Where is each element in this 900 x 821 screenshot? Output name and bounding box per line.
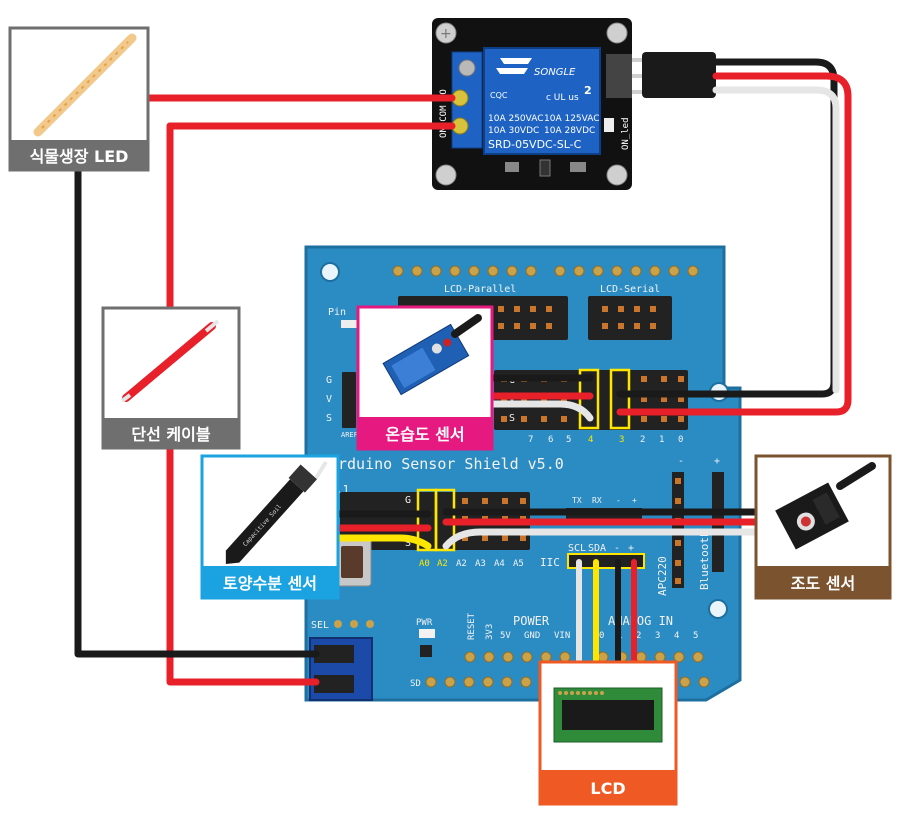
sel-label: SEL [311, 620, 329, 631]
iic-label: IIC [540, 556, 560, 569]
relay-connector [642, 52, 716, 98]
soil-moisture-callout: Capacitive Soil 토양수분 센서 [200, 454, 340, 600]
lcd-serial-label: LCD-Serial [600, 284, 660, 295]
tx-label: TX [572, 496, 582, 505]
digital-pin-7: 7 [528, 435, 533, 445]
temp-humidity-callout: 온습도 센서 [356, 305, 494, 451]
analog-num-5: 5 [693, 631, 698, 641]
lcd-module-icon [553, 687, 663, 743]
analog-num-3: 3 [655, 631, 660, 641]
analog-pin-a0: A0 [419, 559, 430, 569]
relay-cqc: CQC [490, 91, 508, 100]
relay-terminal-labels: ON COM NO [439, 89, 449, 138]
light-sensor-icon [775, 482, 849, 550]
power-pin-5v: 5V [500, 631, 511, 641]
power-pin-3v3: 3V3 [485, 624, 495, 640]
aref-label: AREF [341, 431, 358, 439]
digital-pin-6: 6 [548, 435, 553, 445]
jumper-wire-label: 단선 케이블 [131, 425, 210, 444]
gvs-s-left: S [326, 413, 332, 424]
analog-pin-a2: A2 [456, 559, 467, 569]
sda-label: SDA [588, 543, 606, 554]
analog-num-2: 2 [636, 631, 641, 641]
analog-num-0: 0 [599, 631, 604, 641]
analog-pin-a2-highlight: A2 [437, 559, 448, 569]
relay-ul-num: 2 [584, 84, 592, 97]
analog-pin-a4: A4 [494, 559, 505, 569]
led-strip-label: 식물생장 LED [30, 147, 129, 166]
relay-ul: c UL us [546, 93, 579, 103]
jumper-wire-callout: 단선 케이블 [101, 306, 241, 450]
analog-pin-a3: A3 [475, 559, 486, 569]
relay-led-label: ON_led [621, 117, 631, 150]
pwr-label: PWR [416, 618, 433, 628]
lcd-label: LCD [590, 779, 625, 798]
serial-plus: + [632, 496, 637, 505]
temp-humidity-sensor-icon [382, 323, 470, 396]
power-pin-vin: VIN [554, 631, 570, 641]
sd-label: SD [410, 679, 421, 689]
bt-minus: - [678, 456, 684, 467]
gvs-s-mid: S [509, 413, 515, 424]
digital-pin-2: 2 [640, 435, 645, 445]
jumper-wire-icon [122, 322, 216, 402]
pin-3-highlight [609, 368, 631, 430]
gvs-v-left: V [326, 394, 332, 405]
shield-title: rduino Sensor Shield v5.0 [338, 455, 564, 473]
relay-spec-left-1: 10A 250VAC [488, 114, 544, 124]
bluetooth-label: Bluetooth [698, 530, 711, 590]
digital-pin-1: 1 [659, 435, 664, 445]
wires [74, 58, 852, 686]
relay-model: SRD-05VDC-SL-C [488, 138, 582, 151]
power-label: POWER [513, 614, 550, 628]
temp-humidity-label: 온습도 센서 [385, 425, 464, 444]
bt-plus: + [714, 456, 720, 467]
iic-minus: - [614, 543, 620, 554]
pin-label: Pin [328, 307, 346, 318]
apc220-label: APC220 [656, 556, 669, 596]
digital-pin-0: 0 [678, 435, 683, 445]
serial-minus: - [616, 496, 621, 505]
digital-pin-3: 3 [619, 435, 624, 445]
rx-label: RX [592, 496, 602, 505]
analog-num-4: 4 [674, 631, 679, 641]
lcd-callout: LCD [538, 660, 678, 806]
analog-pin-a5: A5 [513, 559, 524, 569]
digital-pin-4: 4 [588, 435, 593, 445]
light-sensor-label: 조도 센서 [791, 574, 855, 593]
relay-spec-right-2: 10A 28VDC [544, 126, 595, 136]
soil-moisture-label: 토양수분 센서 [223, 574, 317, 593]
power-pin-gnd: GND [524, 631, 540, 641]
relay-body [483, 47, 601, 155]
gvs-g-left: G [326, 375, 332, 386]
analog-in-label: ANALOG IN [608, 614, 673, 628]
iic-plus: + [628, 543, 634, 554]
scl-label: SCL [568, 543, 586, 554]
light-sensor-callout: 조도 센서 [754, 454, 892, 600]
relay-brand: SONGLE [534, 67, 576, 78]
relay-module: + SONGLE CQC c UL us 2 10A 250VAC 10A 30… [432, 18, 716, 190]
relay-spec-right-1: 10A 125VAC [544, 114, 600, 124]
power-pin-reset: RESET [467, 612, 477, 640]
gvs-s-analog: S [405, 538, 411, 549]
relay-spec-left-2: 10A 30VDC [488, 126, 539, 136]
svg-text:+: + [440, 26, 452, 42]
digital-pin-5: 5 [566, 435, 571, 445]
lcd-parallel-label: LCD-Parallel [444, 284, 516, 295]
led-strip-callout: 식물생장 LED [8, 26, 150, 172]
gvs-g-analog: G [405, 495, 411, 506]
